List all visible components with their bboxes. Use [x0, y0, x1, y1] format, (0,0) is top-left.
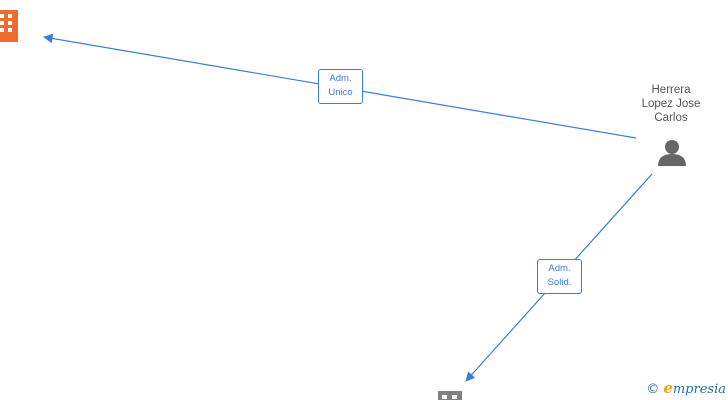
edge-label-line: Solid.: [547, 277, 572, 288]
watermark-initial: e: [663, 379, 673, 397]
edge-label-adm-unico: Adm. Unico: [318, 69, 363, 104]
edge-label-line: Adm.: [548, 263, 571, 274]
edge-label-adm-solid: Adm. Solid.: [537, 259, 582, 294]
empresia-watermark: ©empresia: [646, 379, 726, 397]
watermark-text: mpresia: [672, 382, 726, 397]
person-name-line: Lopez Jose: [641, 98, 701, 110]
building-icon[interactable]: [0, 10, 18, 42]
person-name-label[interactable]: Herrera Lopez Jose Carlos: [626, 83, 716, 125]
building-icon[interactable]: [438, 391, 462, 400]
copyright-icon: ©: [646, 382, 660, 397]
person-icon[interactable]: [658, 140, 686, 166]
edge-label-line: Adm.: [329, 73, 352, 84]
edge-label-line: Unico: [328, 87, 353, 98]
person-name-line: Herrera: [651, 84, 691, 96]
person-name-line: Carlos: [654, 112, 688, 124]
